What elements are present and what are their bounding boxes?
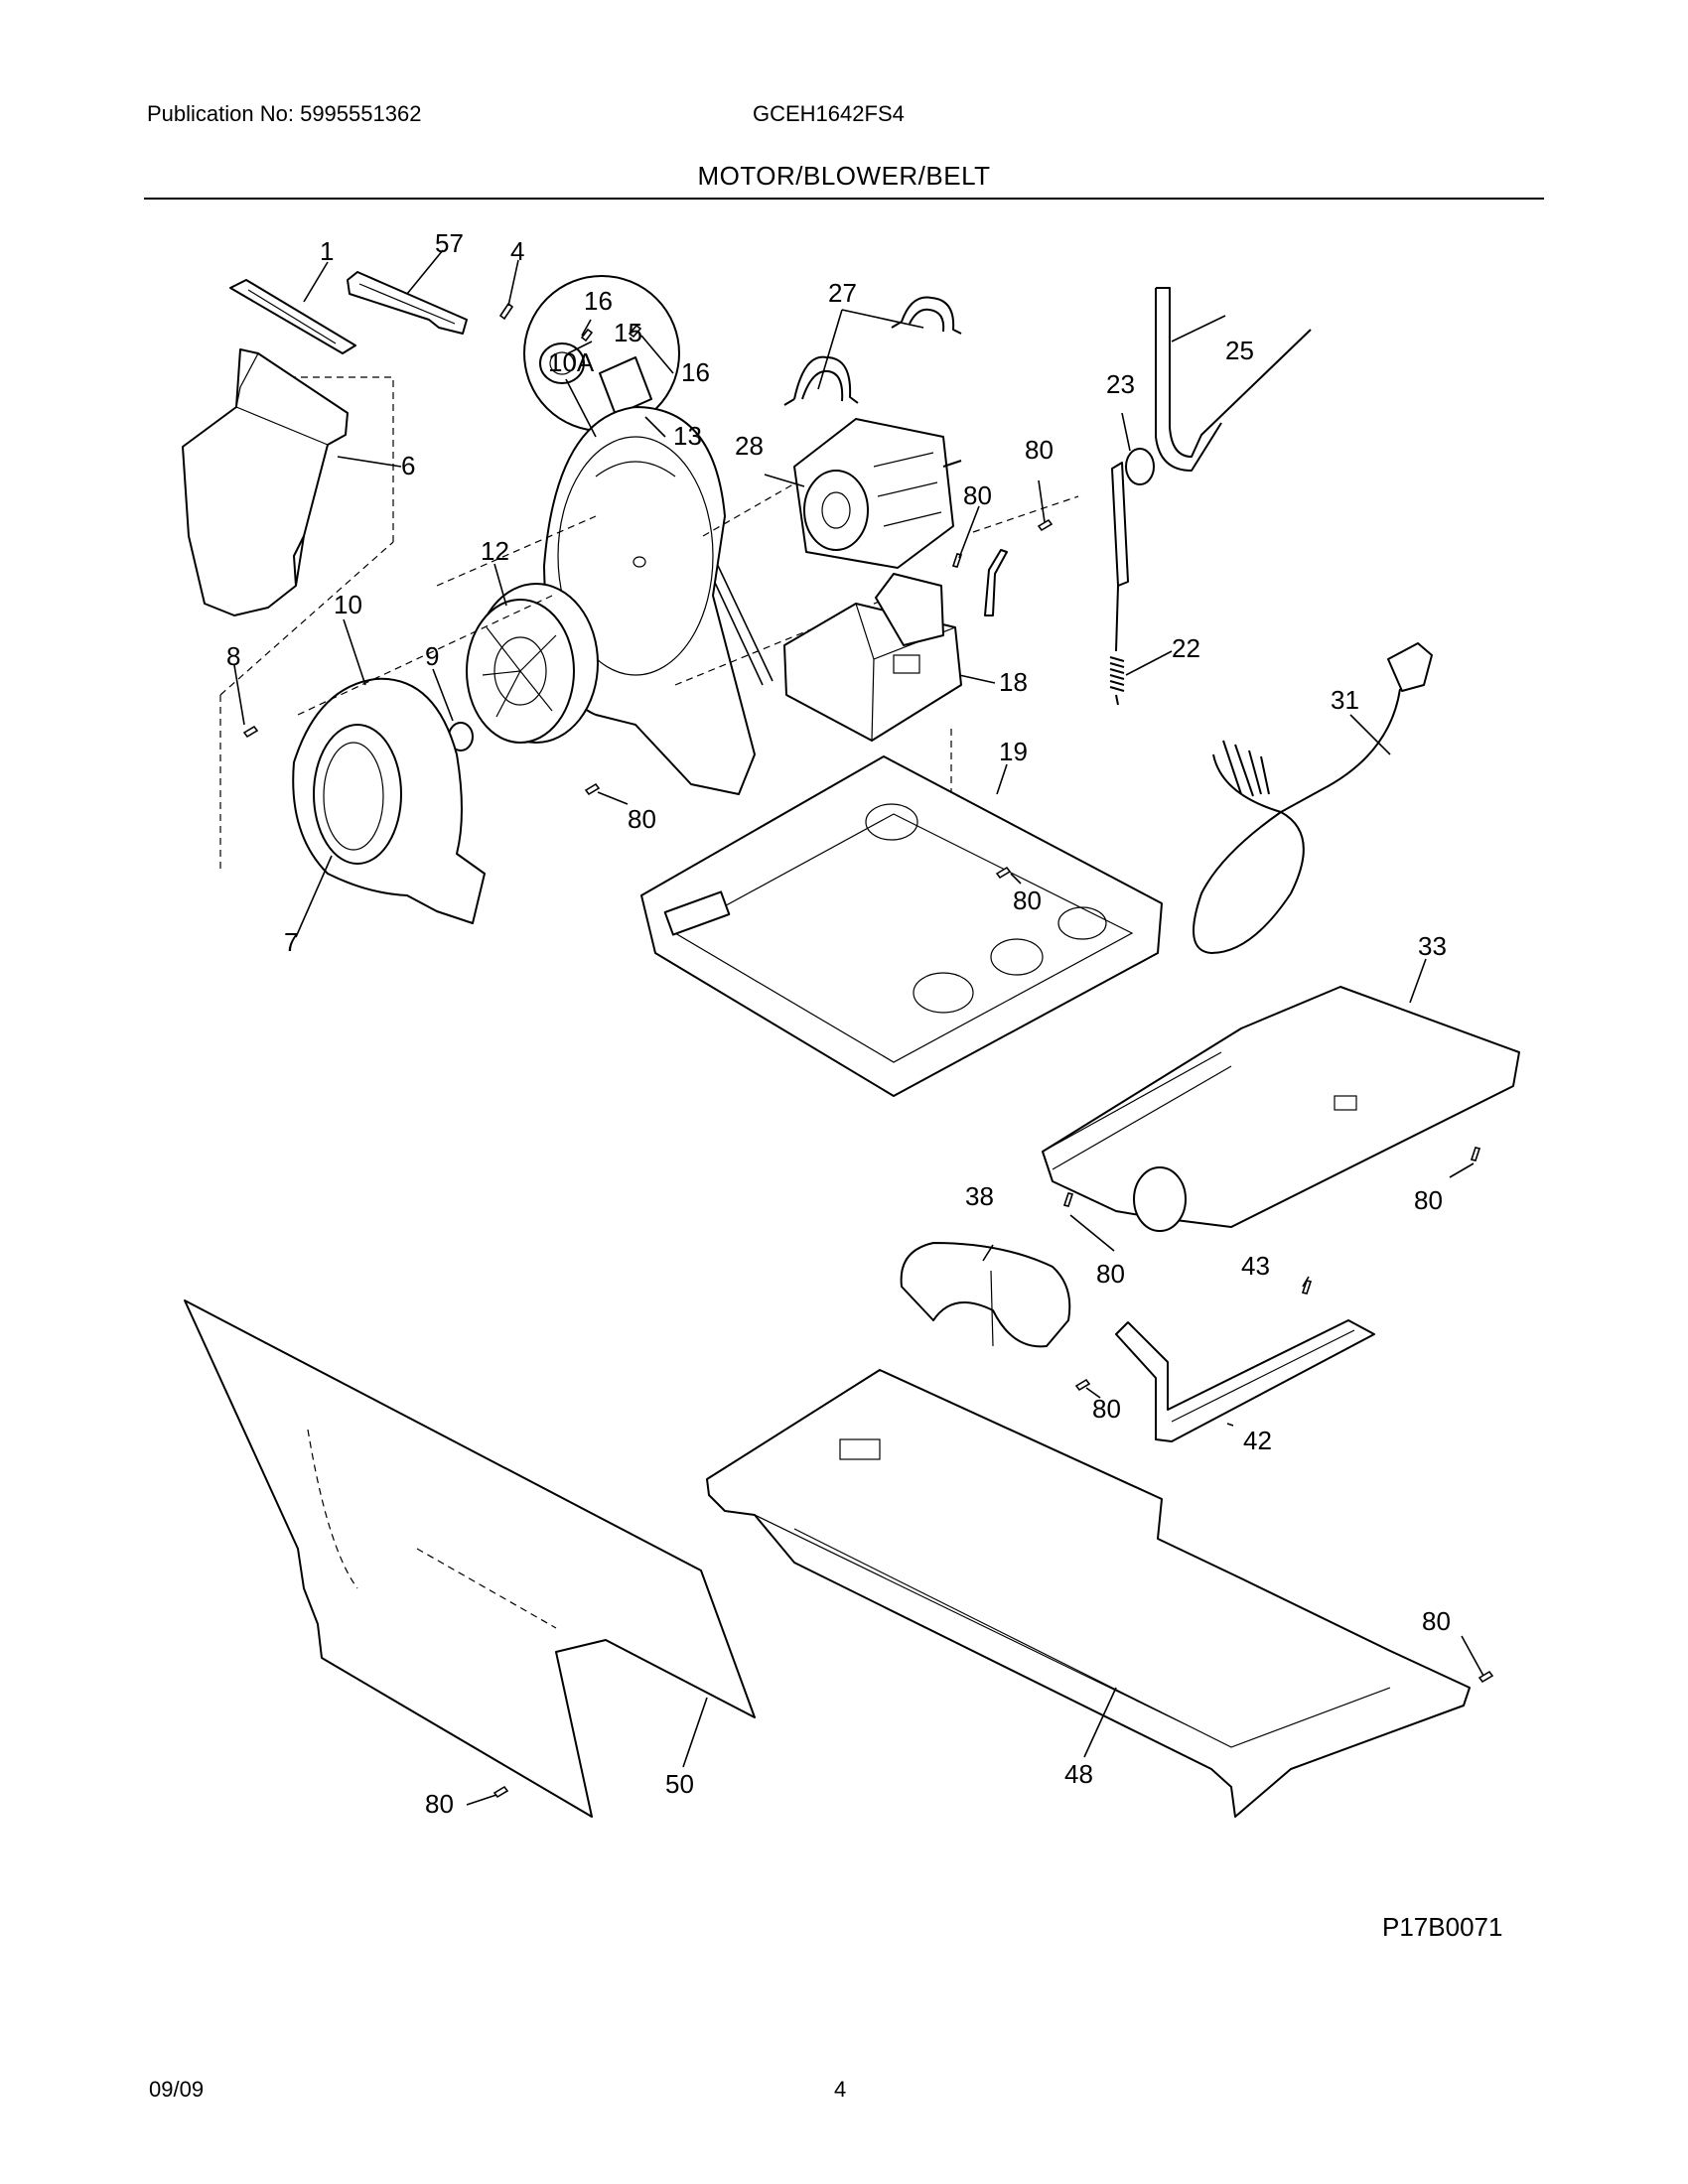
callout-42: 42 bbox=[1243, 1426, 1272, 1455]
callout-80-duct-a: 80 bbox=[1414, 1185, 1443, 1215]
part-43-screw bbox=[1301, 1280, 1313, 1295]
callout-48: 48 bbox=[1064, 1759, 1093, 1789]
part-25-belt bbox=[1155, 287, 1312, 472]
motor-idler-arm bbox=[984, 549, 1008, 616]
part-31-power-cord bbox=[1193, 642, 1433, 954]
callout-19: 19 bbox=[999, 737, 1028, 766]
callout-13: 13 bbox=[673, 421, 702, 451]
part-80-screw-rail bbox=[1477, 1670, 1494, 1684]
callout-80-bracket: 80 bbox=[1092, 1394, 1121, 1424]
callout-22: 22 bbox=[1172, 633, 1200, 663]
callout-80-panel: 80 bbox=[425, 1789, 454, 1819]
part-80-screw-motor-b bbox=[1037, 518, 1054, 532]
callout-50: 50 bbox=[665, 1769, 694, 1799]
part-6-lint-duct bbox=[182, 348, 349, 616]
callout-8: 8 bbox=[226, 641, 240, 671]
part-10-blower-front bbox=[292, 677, 486, 924]
callout-7: 7 bbox=[284, 927, 298, 957]
section-title: MOTOR/BLOWER/BELT bbox=[697, 161, 991, 191]
part-23-idler-pulley bbox=[1111, 448, 1155, 587]
footer-page-number: 4 bbox=[834, 2077, 847, 2102]
callout-leader-lines bbox=[233, 249, 1484, 1806]
part-50-rear-panel bbox=[184, 1299, 756, 1818]
part-80-screw-base bbox=[995, 866, 1012, 880]
callout-16-right: 16 bbox=[681, 357, 710, 387]
part-80-screw-bracket bbox=[1074, 1378, 1091, 1392]
part-42-bracket bbox=[1115, 1319, 1375, 1442]
part-1-gasket bbox=[229, 279, 356, 354]
callout-38: 38 bbox=[965, 1181, 994, 1211]
callout-1: 1 bbox=[320, 236, 334, 266]
callout-9: 9 bbox=[425, 641, 439, 671]
callout-6: 6 bbox=[401, 451, 415, 480]
part-48-base-rail bbox=[706, 1369, 1471, 1818]
callout-43: 43 bbox=[1241, 1251, 1270, 1281]
callout-57: 57 bbox=[435, 228, 464, 258]
callout-80-base: 80 bbox=[1013, 886, 1042, 915]
part-8-screw bbox=[242, 725, 259, 739]
callout-16-top: 16 bbox=[584, 286, 613, 316]
part-19-base bbox=[640, 755, 1163, 1097]
figure-id: P17B0071 bbox=[1382, 1912, 1502, 1942]
callout-80-motor-b: 80 bbox=[1025, 435, 1054, 465]
part-18-motor-mount bbox=[783, 573, 962, 742]
callout-10: 10 bbox=[334, 590, 362, 619]
callout-25: 25 bbox=[1225, 336, 1254, 365]
callout-33: 33 bbox=[1418, 931, 1447, 961]
part-12-blower-wheel bbox=[466, 583, 599, 744]
part-80-screw-blower bbox=[584, 782, 601, 796]
callout-80-motor-a: 80 bbox=[963, 480, 992, 510]
part-4-screw bbox=[498, 302, 514, 321]
callout-10a: 10A bbox=[548, 347, 595, 377]
callout-80-duct-b: 80 bbox=[1096, 1259, 1125, 1289]
part-80-screw-duct-a bbox=[1470, 1147, 1481, 1161]
part-38-elbow-duct bbox=[900, 1242, 1071, 1348]
part-28-motor bbox=[793, 418, 962, 569]
callout-28: 28 bbox=[735, 431, 764, 461]
callout-numbers: 1 57 4 16 15 16 13 6 10A 12 10 8 9 80 7 … bbox=[226, 228, 1451, 1819]
model-number: GCEH1642FS4 bbox=[753, 101, 905, 126]
publication-number: Publication No: 5995551362 bbox=[147, 101, 422, 126]
callout-15: 15 bbox=[614, 318, 642, 347]
callout-4: 4 bbox=[510, 236, 524, 266]
header-rule bbox=[144, 198, 1544, 200]
part-33-duct-plate bbox=[1042, 986, 1520, 1232]
part-80-screw-duct-b bbox=[1062, 1192, 1074, 1207]
part-22-spring bbox=[1109, 585, 1125, 706]
callout-31: 31 bbox=[1331, 685, 1359, 715]
part-57-bracket bbox=[347, 271, 468, 335]
footer-date: 09/09 bbox=[149, 2077, 205, 2102]
callout-18: 18 bbox=[999, 667, 1028, 697]
callout-12: 12 bbox=[481, 536, 509, 566]
callout-23: 23 bbox=[1106, 369, 1135, 399]
callout-27: 27 bbox=[828, 278, 857, 308]
callout-80-blower: 80 bbox=[628, 804, 656, 834]
part-27-motor-straps bbox=[783, 296, 962, 406]
callout-80-rail: 80 bbox=[1422, 1606, 1451, 1636]
